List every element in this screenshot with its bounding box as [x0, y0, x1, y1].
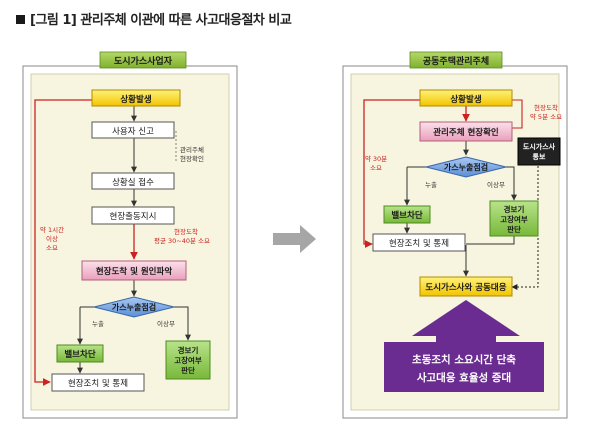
- right-step-valve: [383, 205, 431, 224]
- left-step-alarm-label-1: 경보기: [178, 345, 199, 355]
- right-step-joint-label: 도시가스사와 공동대응: [425, 282, 506, 293]
- left-note-manager-2: 현장확인: [180, 154, 204, 163]
- left-step-arrive-label: 현장도착 및 원인파악: [96, 266, 172, 277]
- right-step-alarm-label-3: 판단: [507, 224, 521, 234]
- right-step-alarm: [489, 200, 539, 237]
- bullet-square-icon: [16, 15, 25, 24]
- right-note-total-2: 소요: [370, 164, 382, 172]
- left-step-report: [91, 121, 175, 139]
- effect-box: [384, 342, 544, 392]
- effect-line-2: 사고대응 효율성 증대: [417, 371, 511, 384]
- left-panel-header-text: 도시가스사업자: [114, 55, 173, 67]
- left-step-report-label: 사용자 신고: [112, 127, 154, 137]
- left-note-manager-1: 관리주체: [180, 145, 204, 154]
- right-note-total-1: 약 30분: [365, 154, 387, 163]
- right-step-alarm-label-1: 경보기: [504, 204, 525, 214]
- left-step-arrive: [81, 260, 187, 281]
- right-panel-header-text: 공동주택관리주체: [423, 55, 489, 67]
- left-note-total-3: 소요: [46, 244, 58, 252]
- right-branch-leak: 누출: [425, 180, 437, 189]
- right-note-arrival-1: 현장도착: [534, 103, 558, 112]
- left-step-receive-label: 상황실 접수: [112, 177, 154, 188]
- right-step-check-label: 관리주체 현장확인: [433, 127, 499, 138]
- transition-arrow-icon: [273, 225, 316, 253]
- right-step-action-label: 현장조치 및 통제: [389, 238, 449, 249]
- left-total-time-line: [34, 99, 92, 386]
- left-step-alarm-label-2: 고장여부: [174, 355, 202, 365]
- right-note-arrival-2: 약 5분 소요: [530, 112, 562, 121]
- right-step-valve-label: 밸브차단: [391, 210, 422, 221]
- left-step-alarm-label-3: 판단: [181, 365, 195, 375]
- left-step-valve: [56, 344, 104, 363]
- left-step-receive: [91, 172, 175, 190]
- right-step-occur-label: 상황발생: [450, 94, 481, 105]
- left-note-total-1: 약 1시간: [40, 225, 64, 234]
- right-notify-label-2: 통보: [533, 152, 546, 161]
- left-step-alarm: [165, 340, 211, 380]
- right-notify-label-1: 도시가스사: [523, 142, 556, 151]
- right-branch-normal: 이상무: [487, 180, 505, 189]
- right-step-action: [372, 233, 466, 252]
- left-note-arrival-2: 평균 30~40분 소요: [154, 236, 210, 245]
- right-step-alarm-label-2: 고장여부: [500, 214, 528, 224]
- left-step-dispatch-label: 현장출동지시: [110, 211, 157, 222]
- right-step-joint: [419, 276, 513, 297]
- left-decision-sensor: [93, 296, 175, 318]
- left-branch-leak: 누출: [92, 319, 104, 328]
- effect-line-1: 초동조치 소요시간 단축: [412, 353, 516, 366]
- figure-title-text: [그림 1] 관리주체 이관에 따른 사고대응절차 비교: [30, 13, 292, 28]
- right-step-occur: [419, 89, 513, 107]
- left-branch-normal: 이상무: [157, 319, 175, 328]
- right-total-time-line: [363, 99, 420, 248]
- right-panel-header: [409, 51, 503, 69]
- right-decision-sensor: [425, 156, 507, 178]
- right-notify-box: [517, 137, 561, 166]
- left-step-occur-label: 상황발생: [120, 94, 151, 105]
- left-step-valve-label: 밸브차단: [64, 349, 95, 360]
- left-step-dispatch: [91, 206, 175, 225]
- effect-arrow-icon: [412, 300, 520, 344]
- left-step-action-label: 현장조치 및 통제: [68, 378, 128, 389]
- left-decision-sensor-label: 가스누출점검: [112, 302, 156, 312]
- right-step-check: [419, 121, 513, 142]
- left-step-occur: [91, 89, 181, 107]
- left-step-action: [51, 373, 145, 392]
- left-panel-header: [99, 51, 187, 69]
- figure-title: [그림 1] 관리주체 이관에 따른 사고대응절차 비교: [16, 9, 292, 28]
- right-decision-sensor-label: 가스누출점검: [444, 162, 488, 172]
- left-note-arrival-1: 현장도착: [174, 227, 198, 236]
- left-note-total-2: 이상: [46, 234, 58, 243]
